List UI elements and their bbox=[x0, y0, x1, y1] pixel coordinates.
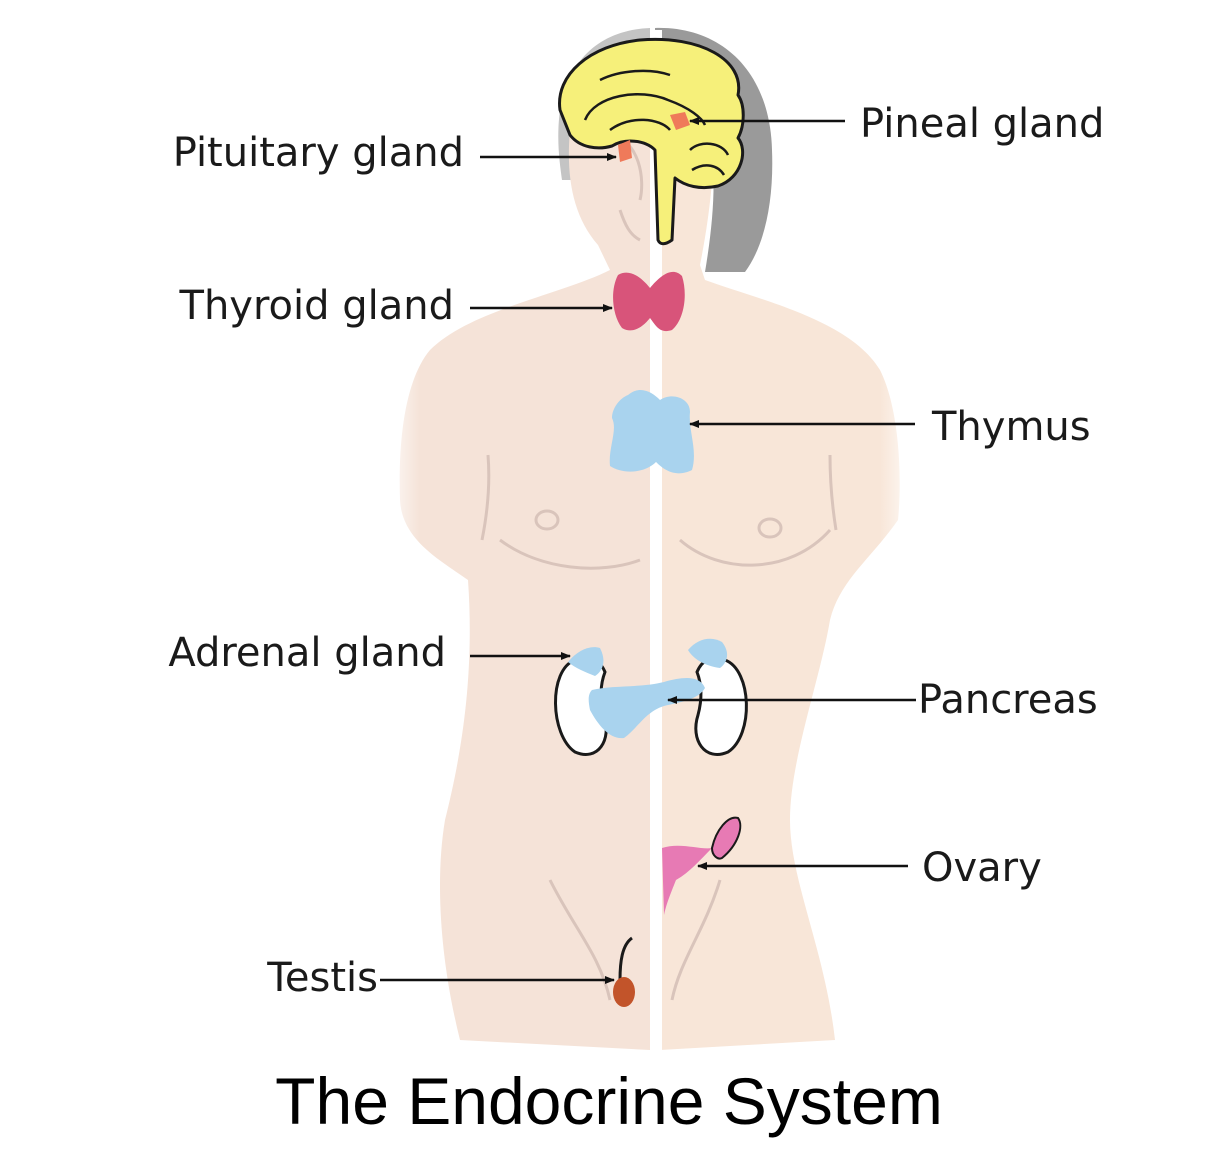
pituitary-gland-shape bbox=[618, 140, 632, 162]
pituitary-gland-label: Pituitary gland bbox=[172, 130, 464, 176]
pancreas-label: Pancreas bbox=[918, 677, 1098, 723]
right-kidney-shape bbox=[694, 656, 748, 756]
thymus-label: Thymus bbox=[932, 404, 1091, 450]
right-adrenal-gland-shape bbox=[688, 638, 728, 668]
pineal-gland-shape bbox=[670, 112, 690, 130]
adrenal-gland-label: Adrenal gland bbox=[168, 630, 446, 676]
body-contours bbox=[480, 133, 838, 1001]
brain-shape bbox=[558, 37, 745, 246]
pancreas-shape bbox=[588, 678, 705, 739]
uterus-shape bbox=[662, 845, 712, 915]
testis-cord bbox=[618, 936, 633, 981]
thyroid-gland-label: Thyroid gland bbox=[179, 283, 454, 329]
testis-label: Testis bbox=[267, 955, 378, 1001]
pineal-gland-label: Pineal gland bbox=[860, 101, 1105, 147]
thyroid-gland-shape bbox=[613, 271, 685, 332]
diagram-title: The Endocrine System bbox=[275, 1064, 943, 1138]
ovary-label: Ovary bbox=[922, 845, 1042, 891]
left-adrenal-gland-shape bbox=[568, 647, 604, 676]
testis-shape bbox=[613, 977, 635, 1007]
thymus-shape bbox=[609, 390, 694, 474]
ovary-shape bbox=[710, 816, 742, 860]
leader-lines bbox=[380, 117, 916, 984]
